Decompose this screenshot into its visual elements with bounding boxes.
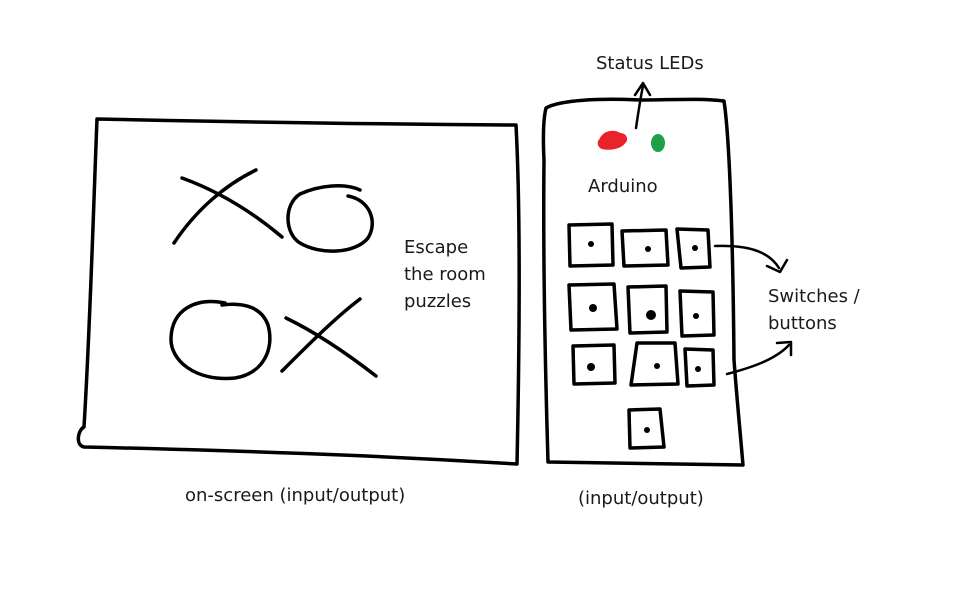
switches-label: Switches / buttons (768, 283, 888, 337)
screen-panel (76, 117, 521, 466)
button-icon (626, 284, 669, 335)
arduino-device (541, 81, 793, 467)
switch-arrow-icon-2 (725, 340, 793, 376)
button-icon (567, 222, 615, 268)
button-icon (620, 228, 670, 268)
x-mark-icon-2 (280, 297, 378, 378)
arduino-label: Arduino (588, 176, 658, 197)
escape-line-2: the room (404, 264, 486, 285)
led-red-icon (597, 130, 628, 150)
device-caption: (input/output) (578, 488, 704, 509)
button-icon (678, 289, 716, 338)
button-icon (675, 227, 712, 270)
o-mark-icon-2 (169, 299, 272, 381)
o-mark-icon (286, 184, 374, 253)
status-leds (597, 130, 665, 152)
led-arrow-icon (633, 81, 652, 130)
button-icon (567, 282, 619, 332)
button-icon (683, 347, 716, 388)
screen-caption: on-screen (input/output) (185, 485, 406, 506)
switches-line-2: buttons (768, 313, 837, 334)
device-outline (541, 97, 745, 467)
button-icon (629, 341, 680, 387)
escape-line-3: puzzles (404, 291, 472, 312)
button-icon (627, 407, 666, 450)
switch-arrow-icon (713, 244, 789, 274)
status-leds-label: Status LEDs (596, 53, 704, 74)
switches-line-1: Switches / (768, 286, 860, 307)
button-icon (571, 343, 617, 386)
led-green-icon (651, 134, 665, 152)
x-mark-icon (172, 168, 284, 245)
escape-room-label: Escape the room puzzles (404, 234, 514, 315)
screen-outline (76, 117, 521, 466)
button-grid (567, 222, 716, 450)
escape-line-1: Escape (404, 237, 469, 258)
